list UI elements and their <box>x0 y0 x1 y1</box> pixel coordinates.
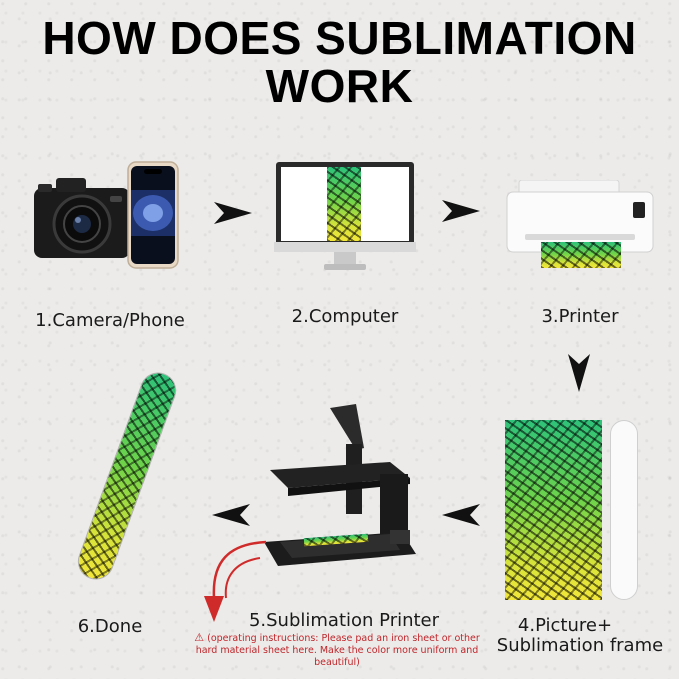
arrow-left-icon <box>212 504 250 526</box>
picture-print-image <box>505 420 602 600</box>
page-title-line2: WORK <box>265 60 414 112</box>
warning-icon: ⚠ <box>194 631 205 644</box>
step-3-label: 3.Printer <box>541 306 619 327</box>
camera-phone-illustration <box>30 160 182 270</box>
step-2-label: 2.Computer <box>291 306 399 327</box>
arrow-right-icon <box>214 202 252 224</box>
computer-illustration <box>274 160 416 276</box>
step-6-label: 6.Done <box>77 616 143 637</box>
arrow-left-icon <box>442 504 480 526</box>
page-title-line1: HOW DOES SUBLIMATION <box>42 12 637 64</box>
finished-strip-image <box>74 368 180 584</box>
operating-note-text: (operating instructions: Please pad an i… <box>195 633 480 668</box>
step-4-label-line2: Sublimation frame <box>496 635 664 656</box>
arrow-down-icon <box>568 354 590 392</box>
heat-press-illustration <box>260 404 420 570</box>
step-4-label-line1: 4.Picture+ <box>517 615 613 636</box>
screen-pattern-image <box>327 167 361 241</box>
sublimation-frame-blank <box>610 420 638 600</box>
operating-note: ⚠ (operating instructions: Please pad an… <box>192 632 482 669</box>
arrow-right-icon <box>442 200 480 222</box>
printed-sheet-image <box>541 242 621 268</box>
step-1-label: 1.Camera/Phone <box>35 310 185 331</box>
curved-arrow-icon <box>204 540 267 622</box>
step-5-label: 5.Sublimation Printer <box>248 610 440 631</box>
printer-illustration <box>505 179 655 272</box>
